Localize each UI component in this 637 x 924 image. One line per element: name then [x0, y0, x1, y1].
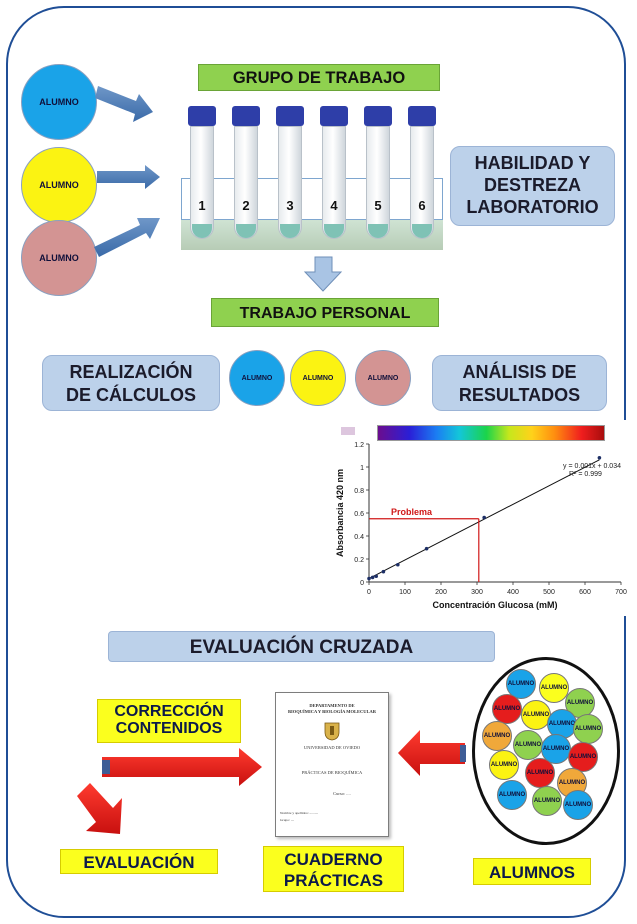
doc-practices: PRÁCTICAS DE BIOQUÍMICA — [301, 770, 363, 775]
y-tick-label: 0.8 — [354, 488, 364, 495]
test-tube-2: 2 — [231, 104, 261, 250]
student-circle-blue: ALUMNO — [21, 64, 97, 140]
data-point — [374, 574, 378, 579]
x-tick-label: 500 — [543, 589, 555, 596]
test-tube-4: 4 — [319, 104, 349, 250]
data-point — [424, 546, 429, 551]
spectrum-bar — [377, 425, 605, 441]
doc-name-line: Nombre y apellidos: .......... — [280, 811, 319, 815]
arrow-student3 — [94, 218, 160, 257]
analysis-label: ANÁLISIS DE RESULTADOS — [432, 355, 607, 411]
test-tube-1: 1 — [187, 104, 217, 250]
y-tick-label: 1 — [360, 465, 364, 472]
y-tick-label: 0.6 — [354, 511, 364, 518]
students-label: ALUMNOS — [473, 858, 591, 885]
data-point — [367, 576, 371, 581]
test-tube-3: 3 — [275, 104, 305, 250]
y-tick-label: 1.2 — [354, 442, 364, 449]
spectrum-mark — [341, 427, 355, 435]
doc-curso: Curso: .... — [333, 791, 351, 796]
group-work-label: GRUPO DE TRABAJO — [198, 64, 440, 91]
x-tick-label: 200 — [435, 589, 447, 596]
student-circle-blue-2: ALUMNO — [229, 350, 285, 406]
notebook-label: CUADERNO PRÁCTICAS — [263, 846, 404, 892]
tube-number: 5 — [374, 198, 382, 213]
tube-number: 3 — [286, 198, 294, 213]
problem-label: Problema — [391, 507, 433, 517]
mini-student-circle: ALUMNO — [573, 714, 603, 744]
test-tube-5: 5 — [363, 104, 393, 250]
data-point — [396, 562, 400, 567]
arrow-students-to-notebook — [398, 730, 466, 776]
mini-student-circle: ALUMNO — [532, 786, 562, 816]
x-axis-label: Concentración Glucosa (mM) — [432, 600, 557, 610]
data-point — [381, 569, 386, 574]
mini-student-circle: ALUMNO — [489, 750, 519, 780]
y-axis-label: Absorbancia 420 nm — [335, 469, 345, 557]
student-circle-yellow: ALUMNO — [21, 147, 97, 223]
x-tick-label: 400 — [507, 589, 519, 596]
mini-student-circle: ALUMNO — [563, 790, 593, 820]
x-tick-label: 300 — [471, 589, 483, 596]
mini-student-circle: ALUMNO — [521, 700, 551, 730]
tubes-photo: 1 2 3 4 5 6 — [181, 104, 443, 250]
evaluation-label: EVALUACIÓN — [60, 849, 218, 874]
arrow-student2 — [97, 165, 160, 189]
personal-work-label: TRABAJO PERSONAL — [211, 298, 439, 327]
tube-number: 6 — [418, 198, 426, 213]
arrow-student1 — [95, 86, 153, 122]
calibration-chart: 0 0.2 0.4 0.6 0.8 1 1.2 0 100 200 300 400 500 600 700 P… — [333, 420, 633, 616]
practice-notebook: DEPARTAMENTO DE BIOQUÍMICA Y BIOLOGÍA MO… — [275, 692, 389, 837]
mini-student-circle: ALUMNO — [497, 780, 527, 810]
data-point — [482, 515, 486, 520]
mini-student-circle: ALUMNO — [539, 673, 569, 703]
student-circle-pink-2: ALUMNO — [355, 350, 411, 406]
tube-number: 4 — [330, 198, 338, 213]
arrow-correction-to-notebook — [102, 748, 262, 786]
tube-number: 1 — [198, 198, 206, 213]
mini-student-circle: ALUMNO — [568, 742, 598, 772]
data-point — [370, 575, 375, 580]
mini-student-circle: ALUMNO — [547, 709, 577, 739]
y-tick-label: 0.2 — [354, 557, 364, 564]
r2-label: R² = 0.999 — [569, 471, 602, 478]
mini-student-circle: ALUMNO — [525, 758, 555, 788]
arrow-to-evaluation — [77, 783, 122, 834]
x-tick-label: 100 — [399, 589, 411, 596]
student-circle-yellow-2: ALUMNO — [290, 350, 346, 406]
equation-label: y = 0.001x + 0.034 — [563, 463, 621, 470]
university-seal-icon — [323, 721, 341, 741]
y-tick-label: 0.4 — [354, 534, 364, 541]
doc-dept: DEPARTAMENTO DE — [309, 703, 355, 708]
correction-label: CORRECCIÓN CONTENIDOS — [97, 699, 241, 743]
doc-group-line: Grupo: .... — [280, 818, 295, 822]
mini-student-circle: ALUMNO — [482, 721, 512, 751]
doc-dept-2: BIOQUÍMICA Y BIOLOGÍA MOLECULAR — [287, 709, 377, 714]
y-tick-label: 0 — [360, 580, 364, 587]
tube-number: 2 — [242, 198, 250, 213]
x-tick-label: 600 — [579, 589, 591, 596]
doc-university: UNIVERSIDAD DE OVIEDO — [303, 745, 361, 750]
chart-svg: 0 0.2 0.4 0.6 0.8 1 1.2 0 100 200 300 400 500 600 700 P… — [335, 442, 627, 610]
down-arrow — [303, 256, 343, 292]
data-point — [597, 456, 602, 460]
x-tick-label: 0 — [367, 589, 371, 596]
student-circle-pink: ALUMNO — [21, 220, 97, 296]
test-tube-6: 6 — [407, 104, 437, 250]
x-tick-label: 700 — [615, 589, 627, 596]
cross-evaluation-label: EVALUACIÓN CRUZADA — [108, 631, 495, 662]
calculations-label: REALIZACIÓN DE CÁLCULOS — [42, 355, 220, 411]
skill-label: HABILIDAD Y DESTREZA LABORATORIO — [450, 146, 615, 226]
mini-student-circle: ALUMNO — [513, 730, 543, 760]
mini-student-circle: ALUMNO — [492, 694, 522, 724]
